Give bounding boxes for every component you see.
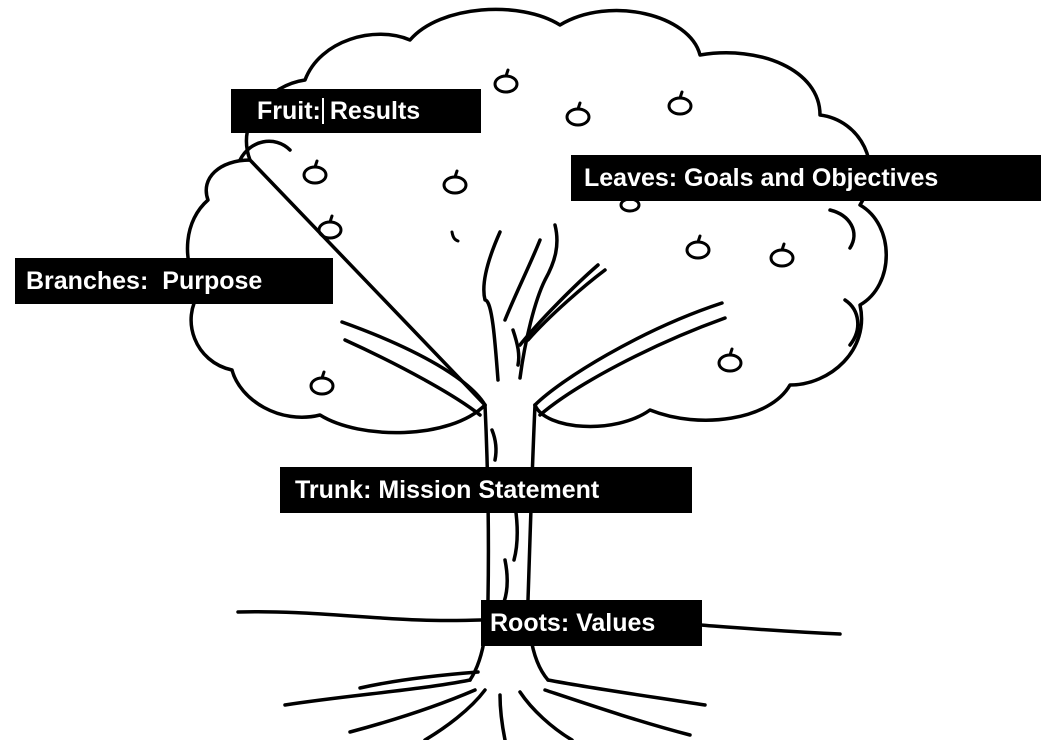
leaves-label-text: Leaves: Goals and Objectives	[584, 163, 939, 192]
root	[423, 688, 487, 740]
root	[543, 688, 692, 737]
branch-left-upper	[340, 320, 487, 407]
apple-mark	[667, 96, 693, 116]
apple-stem	[576, 101, 582, 111]
ground-line	[236, 609, 512, 623]
apple-stem	[780, 242, 786, 252]
fruit-label-value: Results	[329, 96, 421, 125]
apple-mark	[317, 220, 343, 240]
branch-twig	[518, 263, 600, 347]
apple-stem	[728, 347, 734, 357]
apple-mark	[309, 376, 335, 396]
branch-twig	[511, 328, 521, 367]
trunk-right	[526, 403, 550, 682]
leaves-label: Leaves: Goals and Objectives	[571, 155, 1041, 201]
crown-outline	[185, 7, 888, 435]
root	[546, 678, 707, 707]
fruit-label-key: Fruit:	[257, 96, 321, 125]
apple-stem	[320, 370, 326, 380]
root	[518, 690, 574, 740]
apple-mark	[565, 107, 591, 127]
trunk-mark	[502, 558, 509, 604]
fruit-label: Fruit: Results	[231, 89, 481, 133]
branch-right-lower	[538, 316, 727, 417]
trunk-mark	[512, 503, 519, 562]
text-cursor-mark	[321, 98, 324, 124]
branch-twig	[526, 268, 607, 342]
apple-stem	[453, 169, 459, 179]
crown-lump	[238, 139, 292, 162]
branches-label: Branches: Purpose	[15, 258, 333, 304]
trunk-label: Trunk: Mission Statement	[280, 467, 692, 513]
root	[283, 678, 472, 707]
apple-stem	[696, 234, 702, 244]
apple-stem	[313, 159, 319, 169]
branch-center-right	[518, 223, 559, 380]
ground-line	[698, 623, 842, 636]
apple-mark	[685, 240, 711, 260]
stray-mark	[450, 230, 460, 243]
apple-mark	[442, 175, 468, 195]
branches-label-key: Branches:	[26, 266, 149, 295]
roots-label: Roots: Values	[481, 600, 702, 646]
root	[358, 670, 480, 690]
apple-mark	[717, 353, 743, 373]
root	[498, 693, 507, 740]
branch-center-left	[482, 230, 502, 382]
apple-stem	[504, 68, 510, 78]
apple-stem	[328, 214, 334, 224]
roots-label-text: Roots: Values	[490, 608, 656, 637]
branch-left-lower	[343, 338, 482, 417]
apple-mark	[302, 165, 328, 185]
apple-stem	[678, 90, 684, 100]
root	[348, 688, 477, 734]
branch-right-upper	[533, 301, 724, 407]
crown-lump	[828, 208, 856, 250]
trunk-label-text: Trunk: Mission Statement	[295, 475, 600, 504]
fruit-markers	[302, 68, 795, 396]
apple-mark	[493, 74, 519, 94]
trunk-mark	[490, 428, 498, 462]
trunk-left	[468, 403, 491, 682]
branch-mid	[503, 238, 542, 322]
apple-mark	[769, 248, 795, 268]
crown-lump	[843, 298, 860, 347]
branches-label-value: Purpose	[162, 266, 263, 295]
